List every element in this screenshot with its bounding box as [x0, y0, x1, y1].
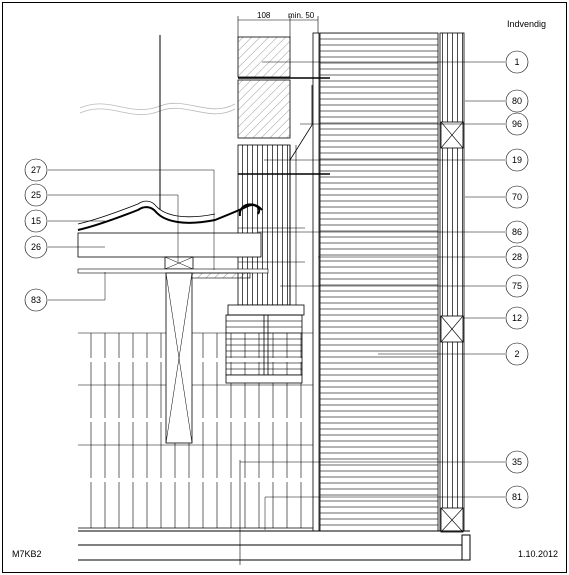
roof-battens — [77, 232, 269, 279]
svg-text:81: 81 — [512, 492, 522, 502]
masonry-facade — [237, 36, 330, 139]
wall-insulation — [319, 32, 439, 532]
callout-26: 26 — [24, 235, 105, 259]
callout-1: 1 — [262, 50, 529, 74]
callout-2: 2 — [378, 342, 529, 366]
svg-text:70: 70 — [512, 192, 522, 202]
svg-text:2: 2 — [514, 349, 519, 359]
floor-base — [78, 460, 471, 565]
svg-text:96: 96 — [512, 119, 522, 129]
callout-19: 19 — [264, 148, 529, 172]
batten-section-96 — [440, 121, 464, 149]
callout-86: 86 — [258, 220, 529, 244]
battens-80 — [439, 32, 465, 532]
lintel-block — [225, 304, 305, 384]
svg-text:19: 19 — [512, 155, 522, 165]
roof-tile — [77, 204, 261, 231]
callout-15: 15 — [24, 209, 105, 233]
svg-text:1: 1 — [514, 57, 519, 67]
wind-barrier-board — [312, 32, 320, 532]
callout-28: 28 — [318, 245, 529, 269]
batten-section-12 — [440, 315, 464, 343]
facade-studs — [237, 144, 330, 306]
svg-text:83: 83 — [31, 295, 41, 305]
batten-section-bottom — [440, 507, 464, 533]
flashing — [289, 85, 313, 300]
svg-text:80: 80 — [512, 96, 522, 106]
callout-27: 27 — [24, 158, 215, 270]
svg-text:28: 28 — [512, 252, 522, 262]
dimension-min-50: min. 50 — [288, 11, 315, 20]
callout-96: 96 — [300, 112, 529, 136]
callout-25: 25 — [24, 183, 179, 262]
tile-outline-upper2 — [79, 107, 236, 115]
roof-tile-inner — [77, 200, 216, 225]
svg-text:35: 35 — [512, 457, 522, 467]
drawing-code: M7KB2 — [12, 549, 42, 559]
svg-text:15: 15 — [31, 216, 41, 226]
callout-83: 83 — [24, 272, 106, 312]
top-dimension: 108 min. 50 — [237, 11, 319, 38]
callout-81: 81 — [264, 485, 529, 530]
callout-75: 75 — [280, 274, 529, 298]
svg-text:27: 27 — [31, 165, 41, 175]
side-label-indvendig: Indvendig — [507, 19, 546, 29]
callout-70: 70 — [465, 185, 529, 209]
dimension-108: 108 — [257, 11, 271, 20]
callout-80: 80 — [465, 89, 529, 113]
drawing-date: 1.10.2012 — [518, 549, 558, 559]
svg-text:26: 26 — [31, 242, 41, 252]
svg-text:75: 75 — [512, 281, 522, 291]
svg-text:25: 25 — [31, 190, 41, 200]
svg-text:12: 12 — [512, 313, 522, 323]
rafter-post — [165, 272, 193, 444]
svg-text:86: 86 — [512, 227, 522, 237]
callout-35: 35 — [240, 450, 529, 474]
callout-12: 12 — [463, 306, 529, 330]
tile-hook — [238, 203, 263, 217]
